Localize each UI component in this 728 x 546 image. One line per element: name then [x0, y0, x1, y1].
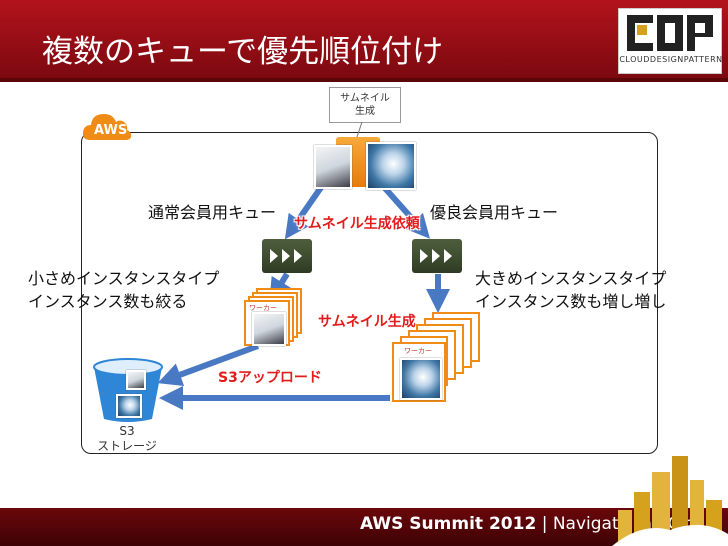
- generate-label: サムネイル生成: [318, 314, 416, 330]
- city-skyline-icon: [612, 456, 728, 546]
- upload-label: S3アップロード: [218, 370, 322, 386]
- aws-cloud-boundary: [81, 132, 658, 454]
- callout-line-1: サムネイル: [340, 93, 390, 104]
- small-worker-stack: ワーカー: [244, 288, 304, 348]
- left-desc-line-2: インスタンス数も絞る: [28, 292, 188, 311]
- request-label: サムネイル生成依頼: [294, 216, 420, 232]
- cloud-photo-icon: [116, 394, 142, 418]
- aws-cloud-icon: [82, 114, 132, 140]
- right-desc-line-1: 大きめインスタンスタイプ: [475, 269, 667, 288]
- large-worker-stack: ワーカー: [392, 312, 482, 404]
- aws-label: AWS: [94, 123, 128, 138]
- cloud-photo-icon: [366, 142, 416, 190]
- arrow-to-premium-queue: [380, 184, 430, 239]
- worker-card: ワーカー: [392, 342, 446, 402]
- arrow-to-normal-queue: [284, 184, 325, 240]
- cloud-photo-icon: [400, 358, 442, 400]
- normal-queue-icon: [262, 239, 312, 273]
- arrow-small-workers-to-s3: [157, 343, 260, 387]
- person-photo-icon: [314, 145, 352, 189]
- thumbnail-callout: サムネイル 生成: [329, 87, 401, 123]
- right-desc-line-2: インスタンス数も増し増し: [475, 292, 667, 311]
- premium-queue-icon: [412, 239, 462, 273]
- s3-label-line-2: ストレージ: [97, 439, 157, 453]
- title-bar: [0, 0, 728, 78]
- title-bar-divider: [0, 78, 728, 82]
- s3-storage-label: S3 ストレージ: [92, 424, 162, 454]
- footer-bar: [0, 508, 728, 546]
- callout-line-2: 生成: [355, 106, 375, 117]
- footer-separator: |: [541, 514, 548, 534]
- slide-title: 複数のキューで優先順位付け: [42, 34, 444, 70]
- worker-card: ワーカー: [244, 300, 290, 346]
- cdp-logo-mark: [627, 15, 713, 51]
- person-photo-icon: [126, 370, 146, 390]
- cdp-logo: CLOUDDESIGNPATTERN: [618, 8, 722, 74]
- left-desc-line-1: 小さめインスタンスタイプ: [28, 269, 220, 288]
- worker-label: ワーカー: [249, 304, 277, 312]
- premium-queue-label: 優良会員用キュー: [430, 203, 559, 222]
- event-name: AWS Summit 2012: [360, 514, 537, 534]
- worker-label: ワーカー: [404, 347, 432, 355]
- normal-queue-label: 通常会員用キュー: [148, 203, 277, 222]
- logo-text: CLOUDDESIGNPATTERN: [619, 55, 723, 64]
- person-photo-icon: [252, 312, 286, 346]
- s3-label-line-1: S3: [119, 424, 135, 438]
